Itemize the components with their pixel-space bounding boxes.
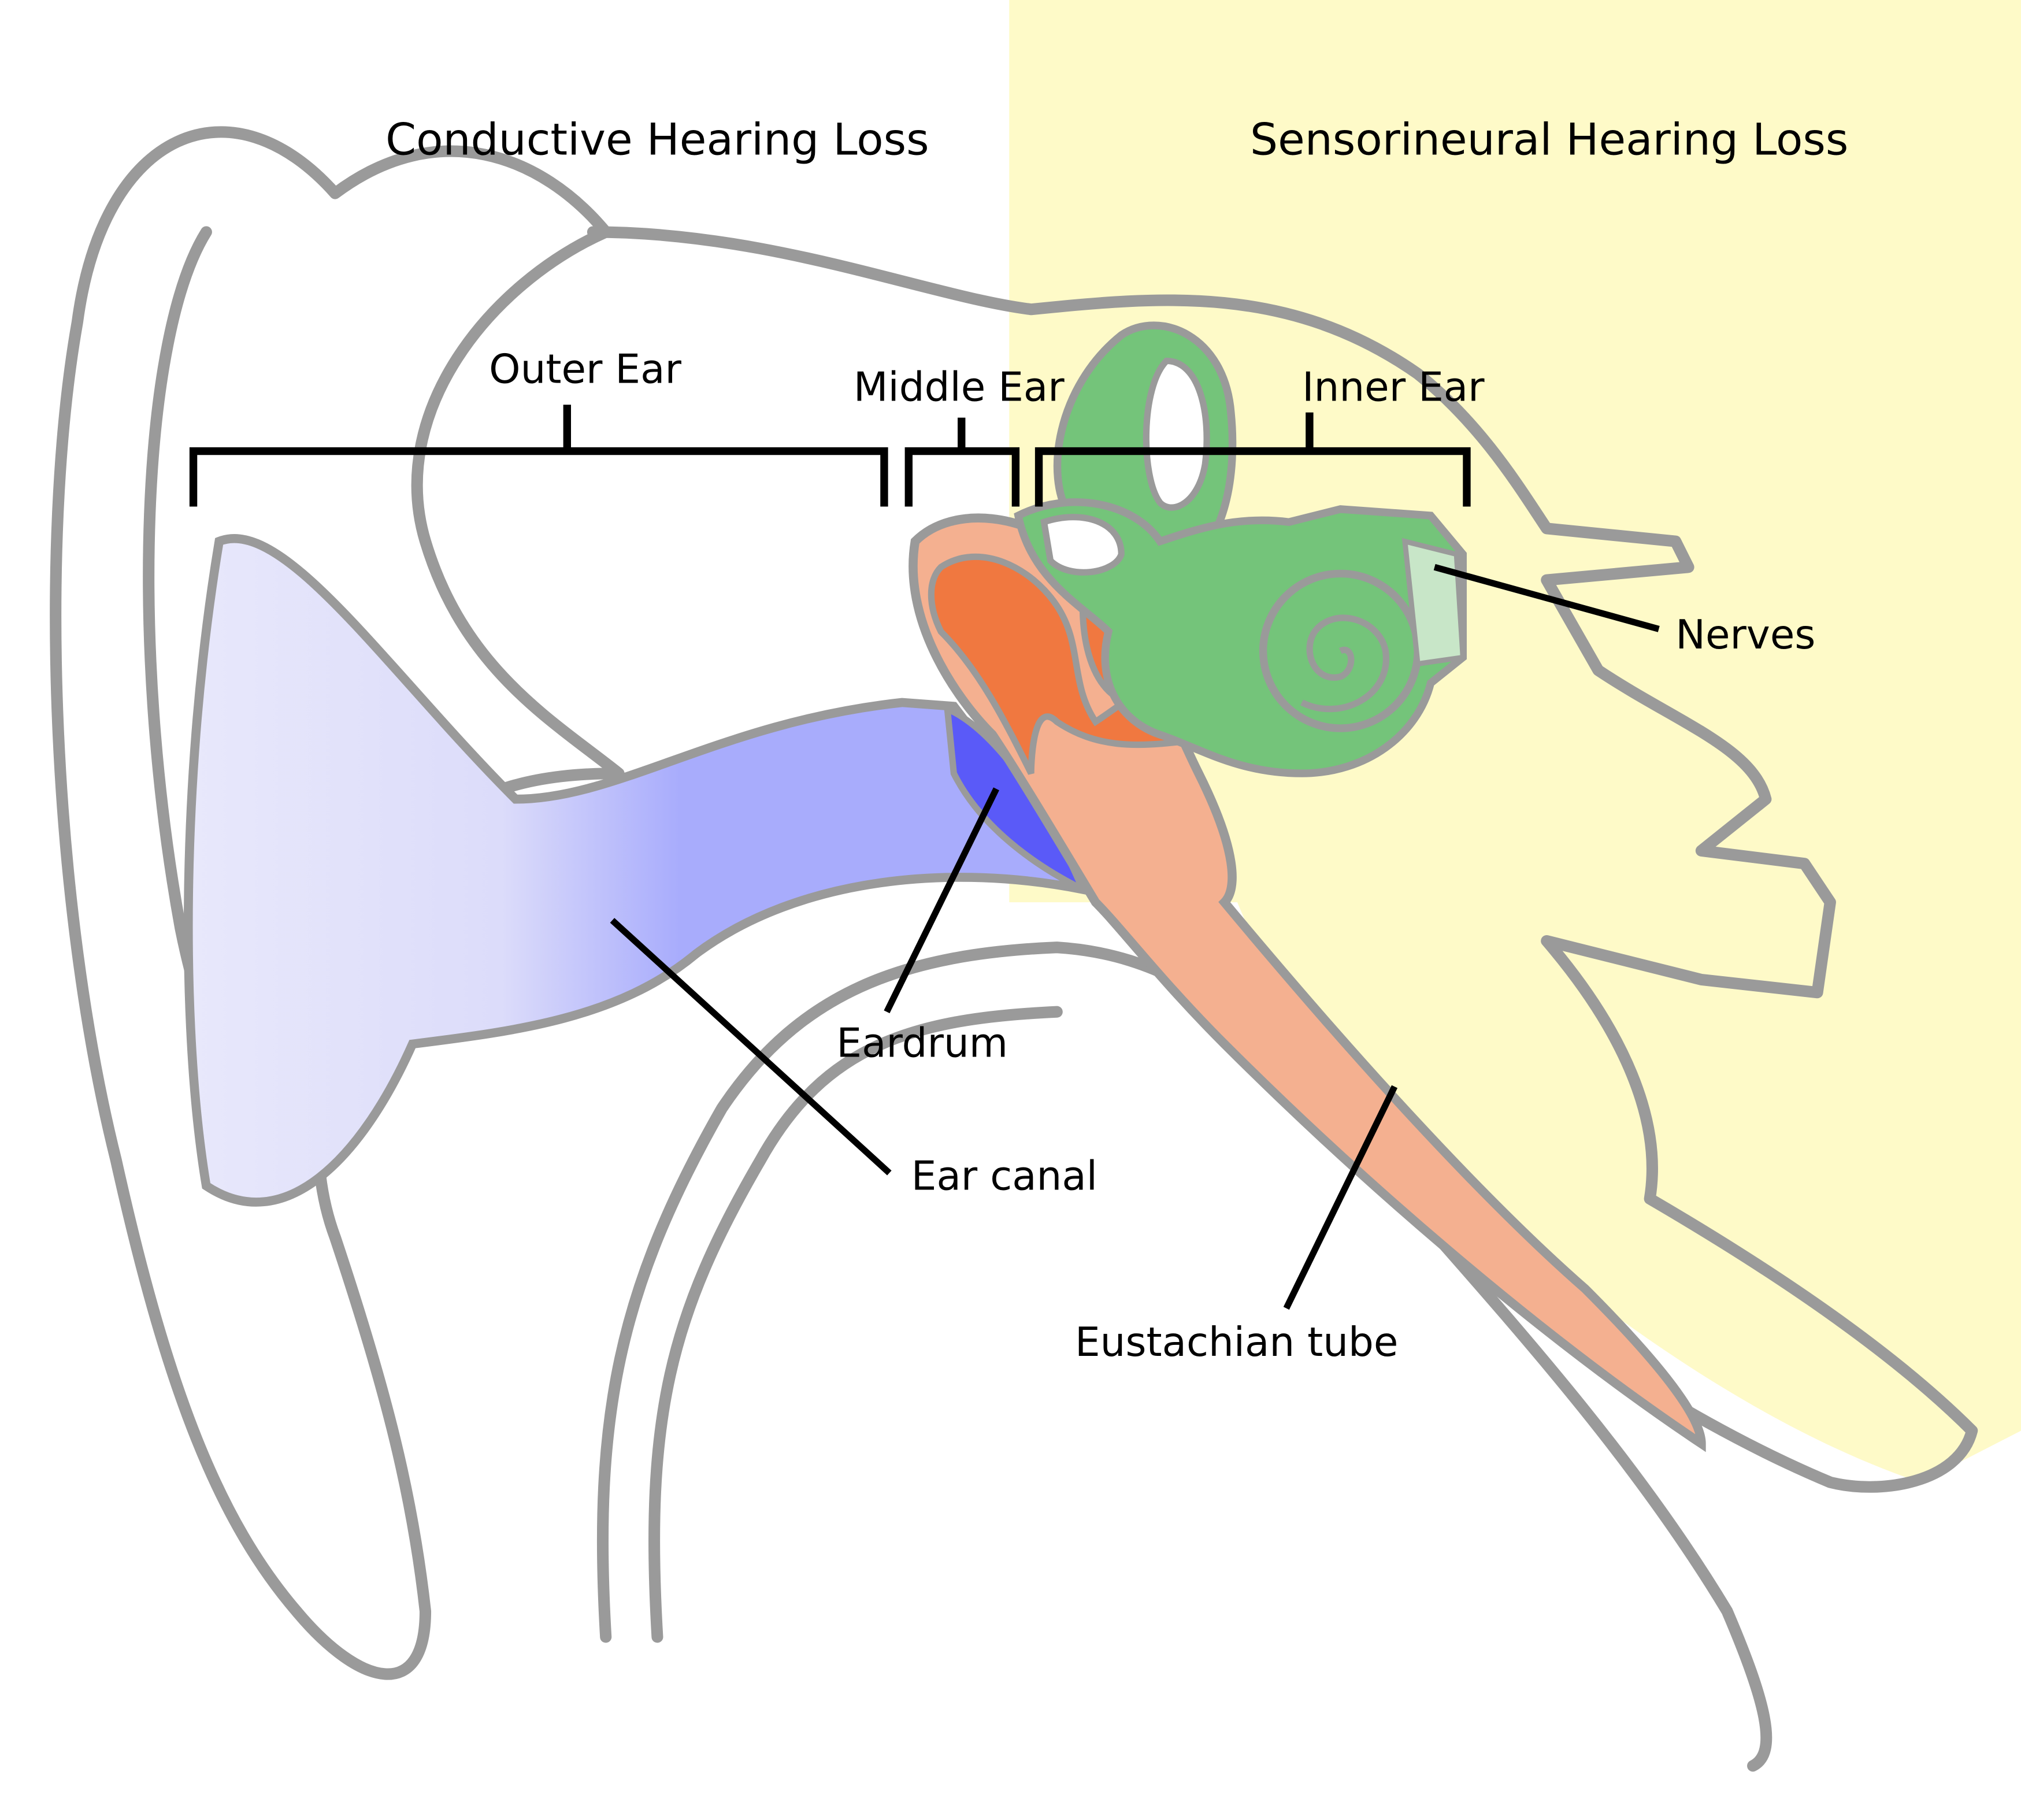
ear-canal-label: Ear canal bbox=[911, 1153, 1097, 1199]
eustachian-tube-label: Eustachian tube bbox=[1075, 1319, 1398, 1366]
middle-ear-label: Middle Ear bbox=[854, 365, 1065, 411]
ear-canal bbox=[183, 533, 1093, 1207]
pinna-outline bbox=[50, 126, 625, 1680]
cochlea-spiral bbox=[1300, 614, 1389, 713]
inner-ear-label: Inner Ear bbox=[1302, 365, 1485, 411]
jaw-inner-outline bbox=[648, 1006, 1063, 1643]
sensorineural-heading: Sensorineural Hearing Loss bbox=[1250, 114, 1848, 165]
nerves-leader bbox=[1433, 564, 1660, 632]
outer-ear-bracket bbox=[189, 405, 888, 507]
sensorineural-zone bbox=[1009, 0, 2021, 1482]
eardrum-label: Eardrum bbox=[836, 1021, 1008, 1067]
eardrum-leader bbox=[884, 787, 999, 1014]
inner-ear-bracket bbox=[1034, 412, 1471, 507]
skull-outline bbox=[587, 226, 1978, 1493]
vestibule-hole bbox=[1040, 514, 1125, 576]
middle-ear-bracket bbox=[904, 417, 1020, 507]
conductive-heading: Conductive Hearing Loss bbox=[385, 114, 929, 165]
ear-canal-leader bbox=[610, 918, 892, 1176]
outer-ear-label: Outer Ear bbox=[489, 346, 681, 392]
nerves-label: Nerves bbox=[1675, 612, 1815, 658]
eustachian-tube-leader bbox=[1283, 1085, 1398, 1310]
canal-hole bbox=[1143, 357, 1210, 511]
nerve-fibers bbox=[1401, 538, 1466, 667]
